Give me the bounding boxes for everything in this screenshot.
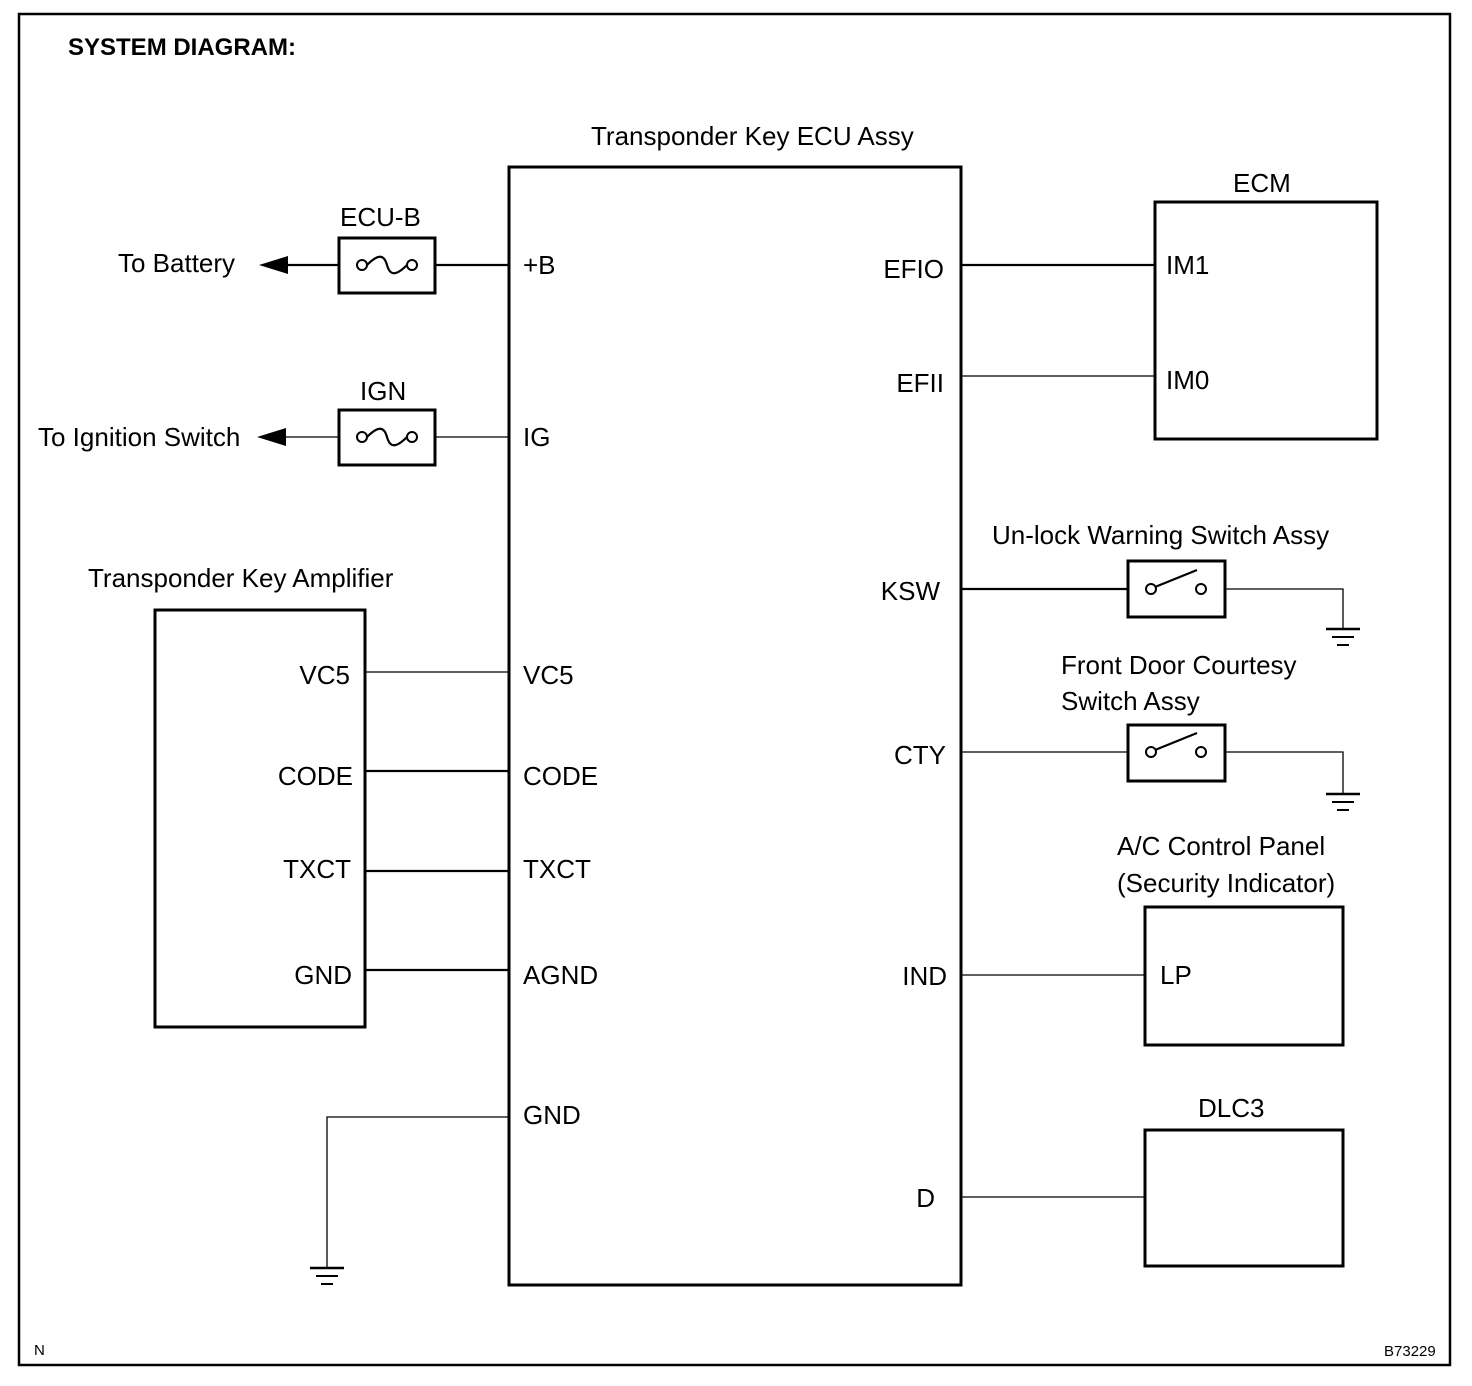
ecu-pin-gnd: GND <box>523 1100 581 1130</box>
ac-panel-box <box>1143 905 1345 1047</box>
ecu-pin-ksw: KSW <box>881 576 941 606</box>
footer-left-mark: N <box>34 1342 45 1359</box>
ecu-pin-vc5: VC5 <box>523 660 574 690</box>
ecu-pin-d: D <box>916 1183 935 1213</box>
ground-icon <box>1326 627 1360 646</box>
amplifier-box <box>153 608 367 1029</box>
ground-icon <box>1326 792 1360 811</box>
courtesy-switch-title-line1: Front Door Courtesy <box>1061 650 1297 680</box>
courtesy-switch-title-line2: Switch Assy <box>1061 686 1200 716</box>
ecu-pin-ig: IG <box>523 422 550 452</box>
ecu-box <box>507 165 963 1287</box>
ecu-pin-efii: EFII <box>896 368 944 398</box>
ac-panel-title-line2: (Security Indicator) <box>1117 868 1335 898</box>
to-ignition-label: To Ignition Switch <box>38 422 240 452</box>
ground-icon <box>310 1266 344 1285</box>
dlc3-box <box>1143 1128 1345 1268</box>
ecu-b-fuse-icon <box>356 255 418 275</box>
courtesy-switch-block: Front Door Courtesy Switch Assy <box>961 650 1360 811</box>
unlock-switch-box <box>1126 559 1227 619</box>
amplifier-pin-vc5: VC5 <box>299 660 350 690</box>
ac-panel-block: A/C Control Panel (Security Indicator) L… <box>961 831 1345 1047</box>
amplifier-pin-gnd: GND <box>294 960 352 990</box>
ecu-pin-efio: EFIO <box>883 254 944 284</box>
unlock-switch-icon <box>1145 568 1207 595</box>
to-battery-arrow-icon <box>259 256 288 274</box>
ecu-title: Transponder Key ECU Assy <box>591 121 914 151</box>
amplifier-pin-txct: TXCT <box>283 854 351 884</box>
courtesy-switch-box <box>1126 723 1227 783</box>
ecu-pin-agnd: AGND <box>523 960 598 990</box>
diagram-header: SYSTEM DIAGRAM: <box>68 34 296 61</box>
ecu-b-fuse-label: ECU-B <box>340 202 421 232</box>
figure-code: B73229 <box>1384 1343 1436 1360</box>
ac-panel-pin-lp: LP <box>1160 960 1192 990</box>
to-battery-label: To Battery <box>118 248 235 278</box>
wire-cty-ground <box>1225 751 1344 793</box>
amplifier-block: Transponder Key Amplifier VC5 CODE TXCT … <box>88 563 509 1029</box>
diagram-frame <box>17 12 1452 1367</box>
ecm-pin-im1: IM1 <box>1166 250 1209 280</box>
dlc3-block: DLC3 <box>961 1093 1345 1268</box>
unlock-switch-title: Un-lock Warning Switch Assy <box>992 520 1329 550</box>
ecm-block: ECM IM1 IM0 <box>961 168 1379 441</box>
ecu-pin-plus-b: +B <box>523 250 556 280</box>
dlc3-title: DLC3 <box>1198 1093 1264 1123</box>
ecu-block: Transponder Key ECU Assy +B IG VC5 CODE … <box>507 121 963 1287</box>
ign-fuse-circuit: IGN To Ignition Switch <box>38 376 509 467</box>
to-ignition-arrow-icon <box>257 428 286 446</box>
amplifier-title: Transponder Key Amplifier <box>88 563 394 593</box>
ac-panel-title-line1: A/C Control Panel <box>1117 831 1325 861</box>
unlock-switch-block: Un-lock Warning Switch Assy <box>961 520 1360 646</box>
ecu-pin-txct: TXCT <box>523 854 591 884</box>
ign-fuse-label: IGN <box>360 376 406 406</box>
ign-fuse-icon <box>356 427 418 447</box>
ecu-pin-code: CODE <box>523 761 598 791</box>
ecm-box <box>1153 200 1379 441</box>
amplifier-pin-code: CODE <box>278 761 353 791</box>
wire-ksw-ground <box>1225 588 1344 628</box>
ecu-b-fuse-circuit: ECU-B To Battery <box>118 202 509 295</box>
ecu-pin-ind: IND <box>902 961 947 991</box>
wire-ecu-gnd <box>326 1116 509 1268</box>
ecu-pin-cty: CTY <box>894 740 946 770</box>
ecm-pin-im0: IM0 <box>1166 365 1209 395</box>
courtesy-switch-icon <box>1145 731 1207 758</box>
ecm-title: ECM <box>1233 168 1291 198</box>
ecu-ground-circuit <box>310 1116 509 1285</box>
